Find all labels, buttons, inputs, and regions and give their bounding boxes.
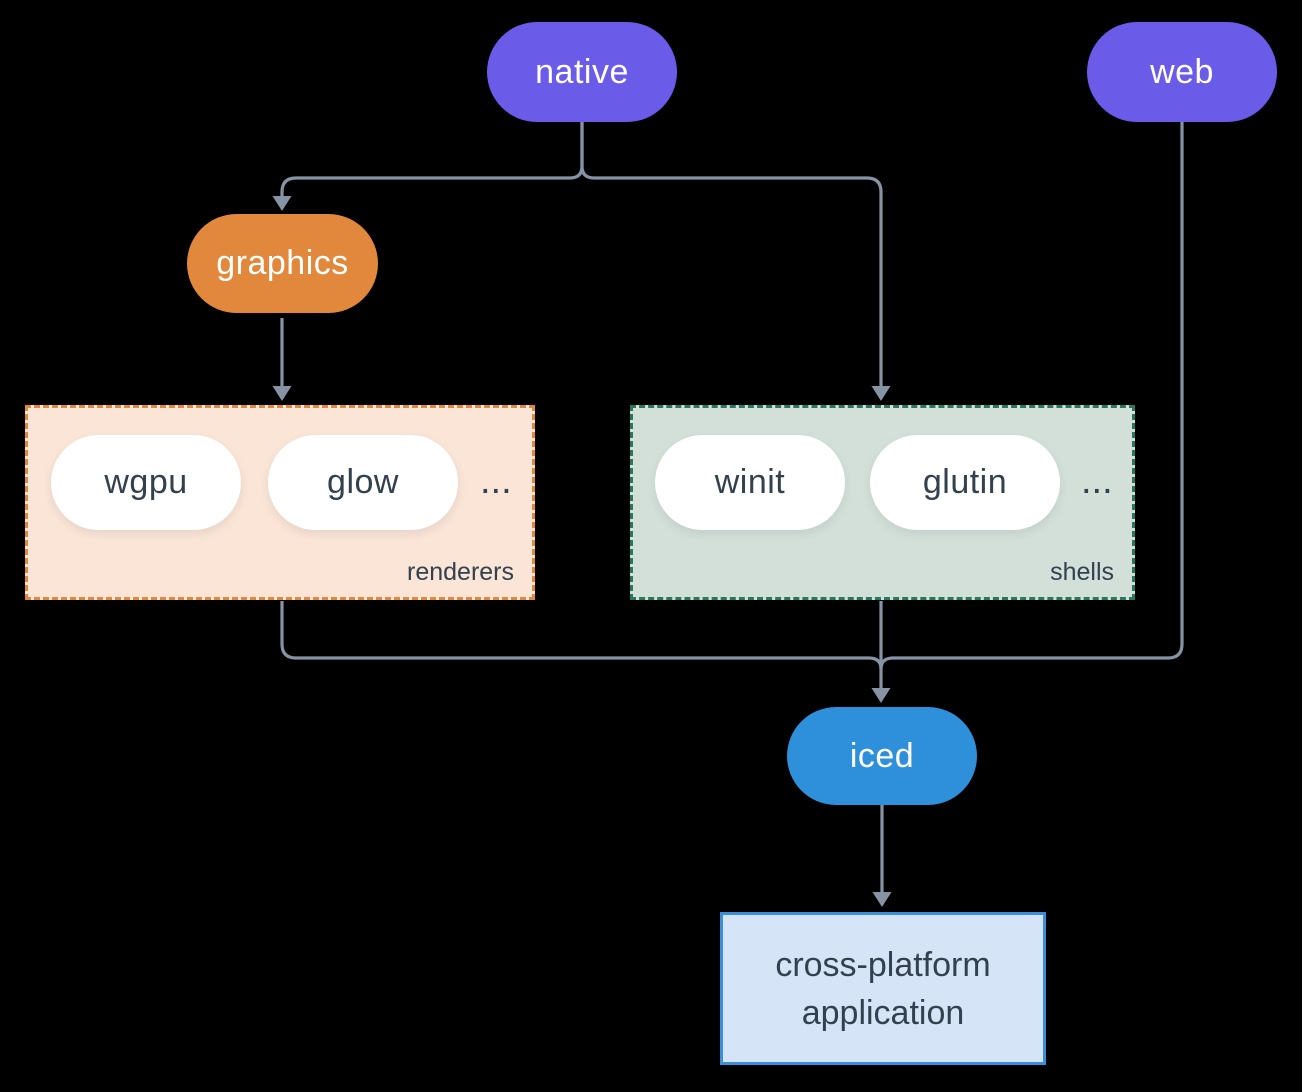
node-iced-label: iced <box>849 736 915 775</box>
node-native: native <box>487 22 677 122</box>
arrowhead-shells <box>871 386 891 401</box>
pill-winit-label: winit <box>714 463 786 501</box>
node-graphics-label: graphics <box>216 244 349 282</box>
app-label-line1: cross-platform <box>775 945 991 984</box>
pill-glutin: glutin <box>870 435 1060 530</box>
node-web-label: web <box>1150 52 1214 91</box>
edge-native-to-graphics <box>280 122 584 197</box>
arrowhead-renderers <box>272 386 292 401</box>
app-label-line2: application <box>801 993 965 1032</box>
arrowhead-graphics <box>272 196 292 211</box>
node-cross-platform-application: cross-platform application <box>720 912 1046 1065</box>
node-native-label: native <box>535 52 629 91</box>
pill-glow-label: glow <box>327 463 399 501</box>
pill-wgpu-label: wgpu <box>104 463 188 501</box>
renderers-group-label: renderers <box>407 558 514 586</box>
pill-wgpu: wgpu <box>51 435 241 530</box>
renderers-ellipsis: ... <box>480 460 512 502</box>
pill-winit: winit <box>655 435 845 530</box>
arrowhead-iced <box>871 688 891 703</box>
node-graphics: graphics <box>187 214 378 313</box>
node-web: web <box>1087 22 1277 122</box>
group-shells: winit glutin ... shells <box>630 405 1135 600</box>
edge-native-to-shells <box>580 122 883 387</box>
group-renderers: wgpu glow ... renderers <box>25 405 535 600</box>
arrowhead-app <box>872 892 892 907</box>
pill-glutin-label: glutin <box>922 463 1008 501</box>
edge-renderers-to-iced <box>280 601 883 670</box>
node-iced: iced <box>787 707 977 805</box>
shells-group-label: shells <box>1050 558 1114 586</box>
pill-glow: glow <box>268 435 458 530</box>
shells-ellipsis: ... <box>1081 460 1113 502</box>
